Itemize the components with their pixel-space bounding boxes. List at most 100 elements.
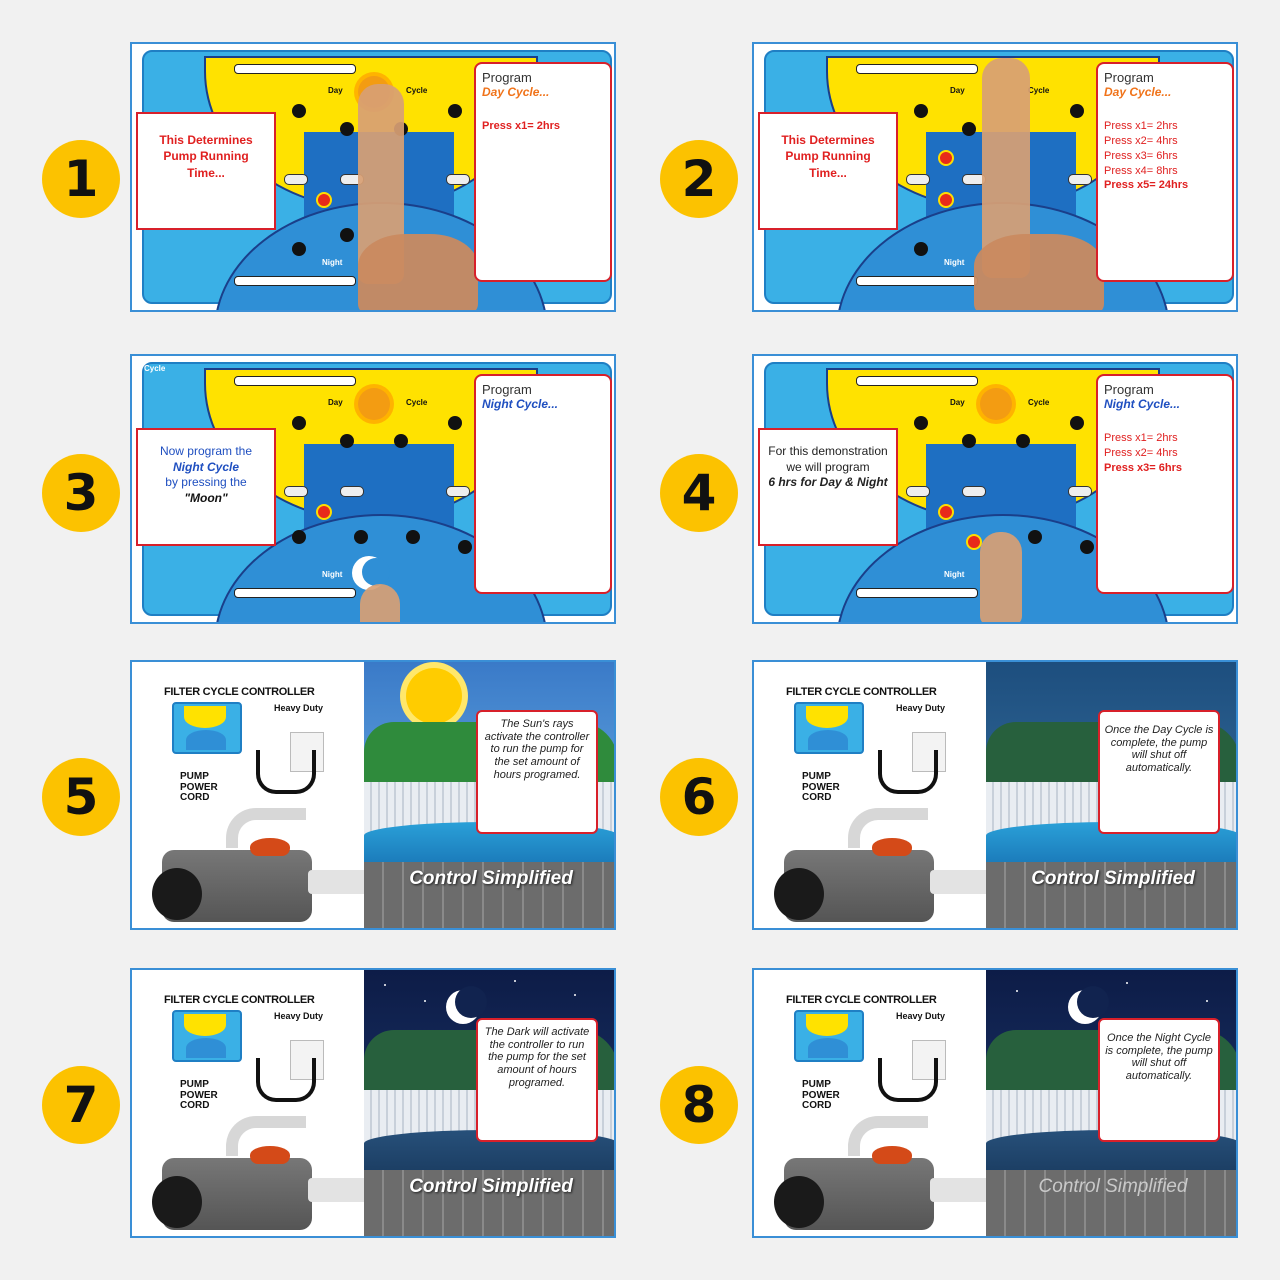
star <box>1126 982 1128 984</box>
led-dot <box>340 228 354 242</box>
step-panel-4: Day Cycle Night For this demonstration w… <box>752 354 1238 624</box>
evening-scene: Once the Day Cycle is complete, the pump… <box>986 662 1236 928</box>
indicator-pill <box>340 486 364 497</box>
star <box>1016 990 1018 992</box>
indicator-pill <box>284 486 308 497</box>
pool-wall <box>364 862 614 928</box>
night-label: Night <box>322 258 343 267</box>
pump-motor <box>774 1176 824 1228</box>
red-led <box>316 504 332 520</box>
led-dot <box>914 242 928 256</box>
step-number: 3 <box>63 464 99 522</box>
label-strip <box>856 64 978 74</box>
indicator-pill <box>1068 486 1092 497</box>
label-line: CORD <box>802 1100 832 1111</box>
cycle-name: Night Cycle... <box>1104 397 1181 411</box>
left-callout: For this demonstration we will program 6… <box>758 428 898 546</box>
indicator-pill <box>906 174 930 185</box>
night-label: Night <box>322 570 343 579</box>
tagline: Control Simplified <box>1038 1176 1188 1197</box>
led-dot <box>448 416 462 430</box>
night-label: Night <box>944 570 965 579</box>
step-number: 8 <box>681 1076 717 1134</box>
outlet-pipe <box>308 1178 368 1202</box>
cycle-label: Cycle <box>406 86 428 95</box>
star <box>1206 1000 1208 1002</box>
outlet-pipe <box>930 870 990 894</box>
led-dot <box>1016 434 1030 448</box>
pump-power-cord-label: PUMP POWER CORD <box>180 1079 218 1112</box>
equipment-diagram: FILTER CYCLE CONTROLLER Heavy Duty PUMP … <box>132 662 368 928</box>
led-dot <box>458 540 472 554</box>
left-callout-text: Now program the <box>159 444 253 458</box>
night-label: Night <box>944 258 965 267</box>
red-led <box>316 192 332 208</box>
program-callout: Program Day Cycle... Press x1= 2hrs Pres… <box>1096 62 1234 282</box>
step-badge-4: 4 <box>660 454 738 532</box>
controller-thumbnail <box>794 702 864 754</box>
star <box>424 1000 426 1002</box>
program-title: Program <box>1104 382 1154 397</box>
controller-title: FILTER CYCLE CONTROLLER <box>164 686 315 698</box>
step-panel-1: Day Cycle Night This Determines Pump Run… <box>130 42 616 312</box>
label-line: PUMP <box>180 1079 209 1090</box>
star <box>384 984 386 986</box>
led-dot <box>1028 530 1042 544</box>
hand <box>358 234 478 310</box>
finger-pointer <box>360 584 400 622</box>
sun-button-icon[interactable] <box>358 388 390 420</box>
program-callout: Program Day Cycle... Press x1= 2hrs <box>474 62 612 282</box>
pump-power-cord-label: PUMP POWER CORD <box>180 771 218 804</box>
step-panel-7: FILTER CYCLE CONTROLLER Heavy Duty PUMP … <box>130 968 616 1238</box>
outlet-pipe <box>930 1178 990 1202</box>
pool-wall <box>364 1170 614 1236</box>
led-dot <box>914 104 928 118</box>
day-label: Day <box>950 86 965 95</box>
day-label: Day <box>950 398 965 407</box>
day-label: Day <box>328 398 343 407</box>
power-cord <box>256 1058 316 1102</box>
label-line: PUMP <box>802 771 831 782</box>
tagline: Control Simplified <box>409 1176 573 1197</box>
led-dot <box>354 530 368 544</box>
program-title: Program <box>482 70 532 85</box>
controller-thumbnail <box>794 1010 864 1062</box>
red-led <box>938 192 954 208</box>
led-dot <box>406 530 420 544</box>
led-dot <box>292 104 306 118</box>
indicator-pill <box>446 486 470 497</box>
equipment-diagram: FILTER CYCLE CONTROLLER Heavy Duty PUMP … <box>754 662 990 928</box>
power-cord <box>878 1058 938 1102</box>
day-scene: The Sun's rays activate the controller t… <box>364 662 614 928</box>
sun-button-icon[interactable] <box>980 388 1012 420</box>
pipe <box>226 1116 306 1156</box>
step-number: 7 <box>63 1076 99 1134</box>
step-badge-1: 1 <box>42 140 120 218</box>
label-line: POWER <box>802 1089 840 1101</box>
press-line: Press x2= 4hrs <box>1104 446 1178 459</box>
step-badge-3: 3 <box>42 454 120 532</box>
label-strip <box>234 64 356 74</box>
label-line: POWER <box>180 1089 218 1101</box>
program-callout: Program Night Cycle... Press x1= 2hrs Pr… <box>1096 374 1234 594</box>
step-number: 2 <box>681 150 717 208</box>
cycle-label: Cycle <box>406 398 428 407</box>
left-callout-text: by pressing the <box>165 475 247 490</box>
label-strip <box>234 376 356 386</box>
night-scene: Once the Night Cycle is complete, the pu… <box>986 970 1236 1236</box>
left-callout: This Determines Pump Running Time... <box>758 112 898 230</box>
pump-power-cord-label: PUMP POWER CORD <box>802 1079 840 1112</box>
led-dot <box>962 122 976 136</box>
label-line: CORD <box>180 792 210 803</box>
step-badge-5: 5 <box>42 758 120 836</box>
led-dot <box>292 530 306 544</box>
heavy-duty-label: Heavy Duty <box>274 703 324 714</box>
step-number: 1 <box>63 150 99 208</box>
label-strip <box>856 588 978 598</box>
scene-message: Once the Night Cycle is complete, the pu… <box>1098 1018 1220 1142</box>
moon-icon <box>1068 986 1109 1024</box>
press-line: Press x3= 6hrs <box>1104 461 1182 474</box>
power-cord <box>878 750 938 794</box>
heavy-duty-text: Heavy Duty <box>274 703 324 713</box>
label-line: CORD <box>802 792 832 803</box>
